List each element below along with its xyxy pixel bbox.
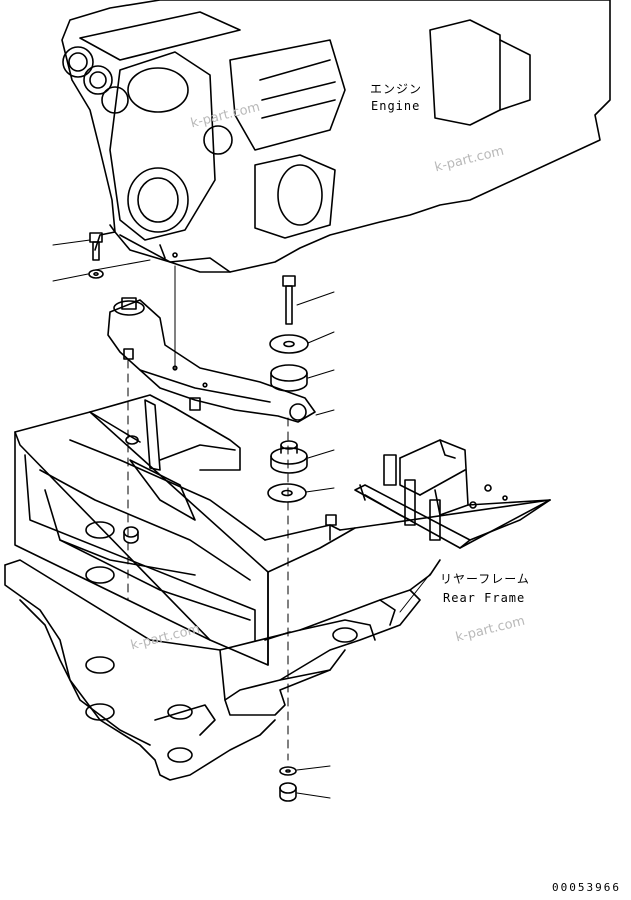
rubber-lower bbox=[270, 440, 308, 474]
washer-top bbox=[269, 334, 309, 354]
engine-label-en: Engine bbox=[371, 99, 421, 113]
drawing-code: 00053966 bbox=[552, 881, 621, 894]
bolt-right bbox=[282, 275, 296, 325]
mount-bracket bbox=[107, 297, 316, 423]
leader-2 bbox=[52, 273, 89, 282]
washer-left bbox=[88, 269, 104, 279]
engine-block bbox=[61, 0, 611, 273]
washer-lower bbox=[279, 766, 297, 776]
rear-frame bbox=[4, 394, 551, 781]
rear-frame-label-jp: リヤーフレーム bbox=[440, 572, 530, 586]
rear-frame-label-en: Rear Frame bbox=[443, 591, 526, 605]
washer-bottom bbox=[267, 483, 307, 503]
leader-1 bbox=[52, 239, 91, 246]
rubber-upper bbox=[270, 364, 308, 392]
side-bracket bbox=[354, 439, 551, 549]
leader-3 bbox=[296, 291, 335, 306]
nut-lower bbox=[279, 782, 297, 802]
bolt-left bbox=[89, 232, 103, 261]
engine-label-jp: エンジン bbox=[370, 82, 423, 96]
